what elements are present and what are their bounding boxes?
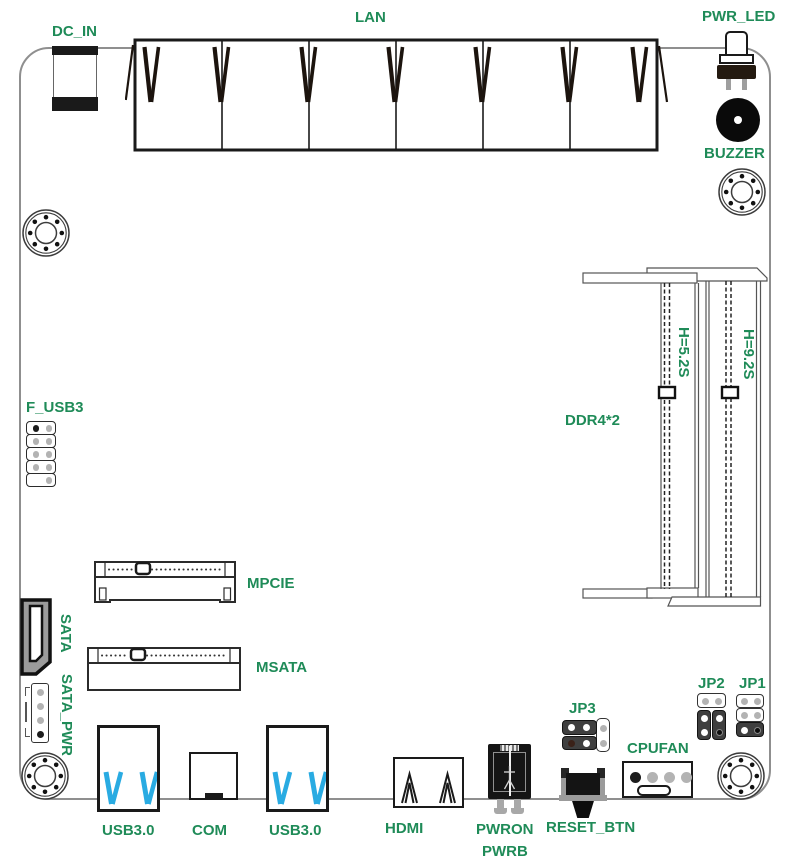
jp3-label: JP3: [569, 700, 596, 717]
pwron-label: PWRON: [476, 821, 534, 838]
jp2-jumper: [697, 693, 726, 740]
jp3-jumper: [562, 718, 611, 753]
reset-button: [559, 766, 607, 818]
pwr-led-component: [716, 31, 756, 91]
mpcie-slot: [94, 561, 236, 603]
mpcie-label: MPCIE: [247, 575, 295, 592]
com-label: COM: [192, 822, 227, 839]
jp1-label: JP1: [739, 675, 766, 692]
mounting-hole: [718, 168, 766, 216]
sata-connector: [20, 598, 52, 676]
sata-pwr-header: [24, 676, 74, 756]
buzzer-component: [716, 98, 760, 142]
cpufan-header: [622, 761, 693, 798]
usb3-right-label: USB3.0: [269, 822, 322, 839]
jp1-jumper: [736, 694, 764, 738]
usb3-left-label: USB3.0: [102, 822, 155, 839]
reset-btn-label: RESET_BTN: [546, 819, 636, 836]
sata-pwr-label: SATA_PWR: [58, 674, 75, 756]
ddr4-height-right-label: H=9.2S: [740, 329, 757, 380]
hdmi-port: [393, 757, 464, 808]
cpufan-label: CPUFAN: [627, 740, 689, 757]
f-usb3-header: [26, 421, 56, 488]
msata-slot: [87, 647, 241, 691]
usb3-port-right: [266, 725, 329, 812]
ddr4-height-left-label: H=5.2S: [675, 327, 692, 378]
ddr4-label: DDR4*2: [565, 412, 621, 429]
sata-label: SATA: [57, 614, 74, 653]
mounting-hole: [717, 752, 765, 800]
lan-ports-block: [125, 38, 669, 152]
mounting-hole: [21, 752, 69, 800]
msata-label: MSATA: [256, 659, 308, 676]
pwrb-label: PWRB: [482, 843, 528, 860]
pwr-led-label: PWR_LED: [702, 8, 776, 25]
mounting-hole: [22, 209, 70, 257]
com-port: [189, 752, 238, 800]
power-button: [488, 744, 531, 815]
usb3-port-left: [97, 725, 160, 812]
lan-label: LAN: [355, 9, 386, 26]
ddr4-slots: [582, 267, 768, 607]
dc-in-connector: [52, 46, 98, 111]
jp2-label: JP2: [698, 675, 725, 692]
hdmi-label: HDMI: [385, 820, 424, 837]
buzzer-label: BUZZER: [704, 145, 765, 162]
dc-in-label: DC_IN: [52, 23, 98, 40]
f-usb3-label: F_USB3: [26, 399, 84, 416]
